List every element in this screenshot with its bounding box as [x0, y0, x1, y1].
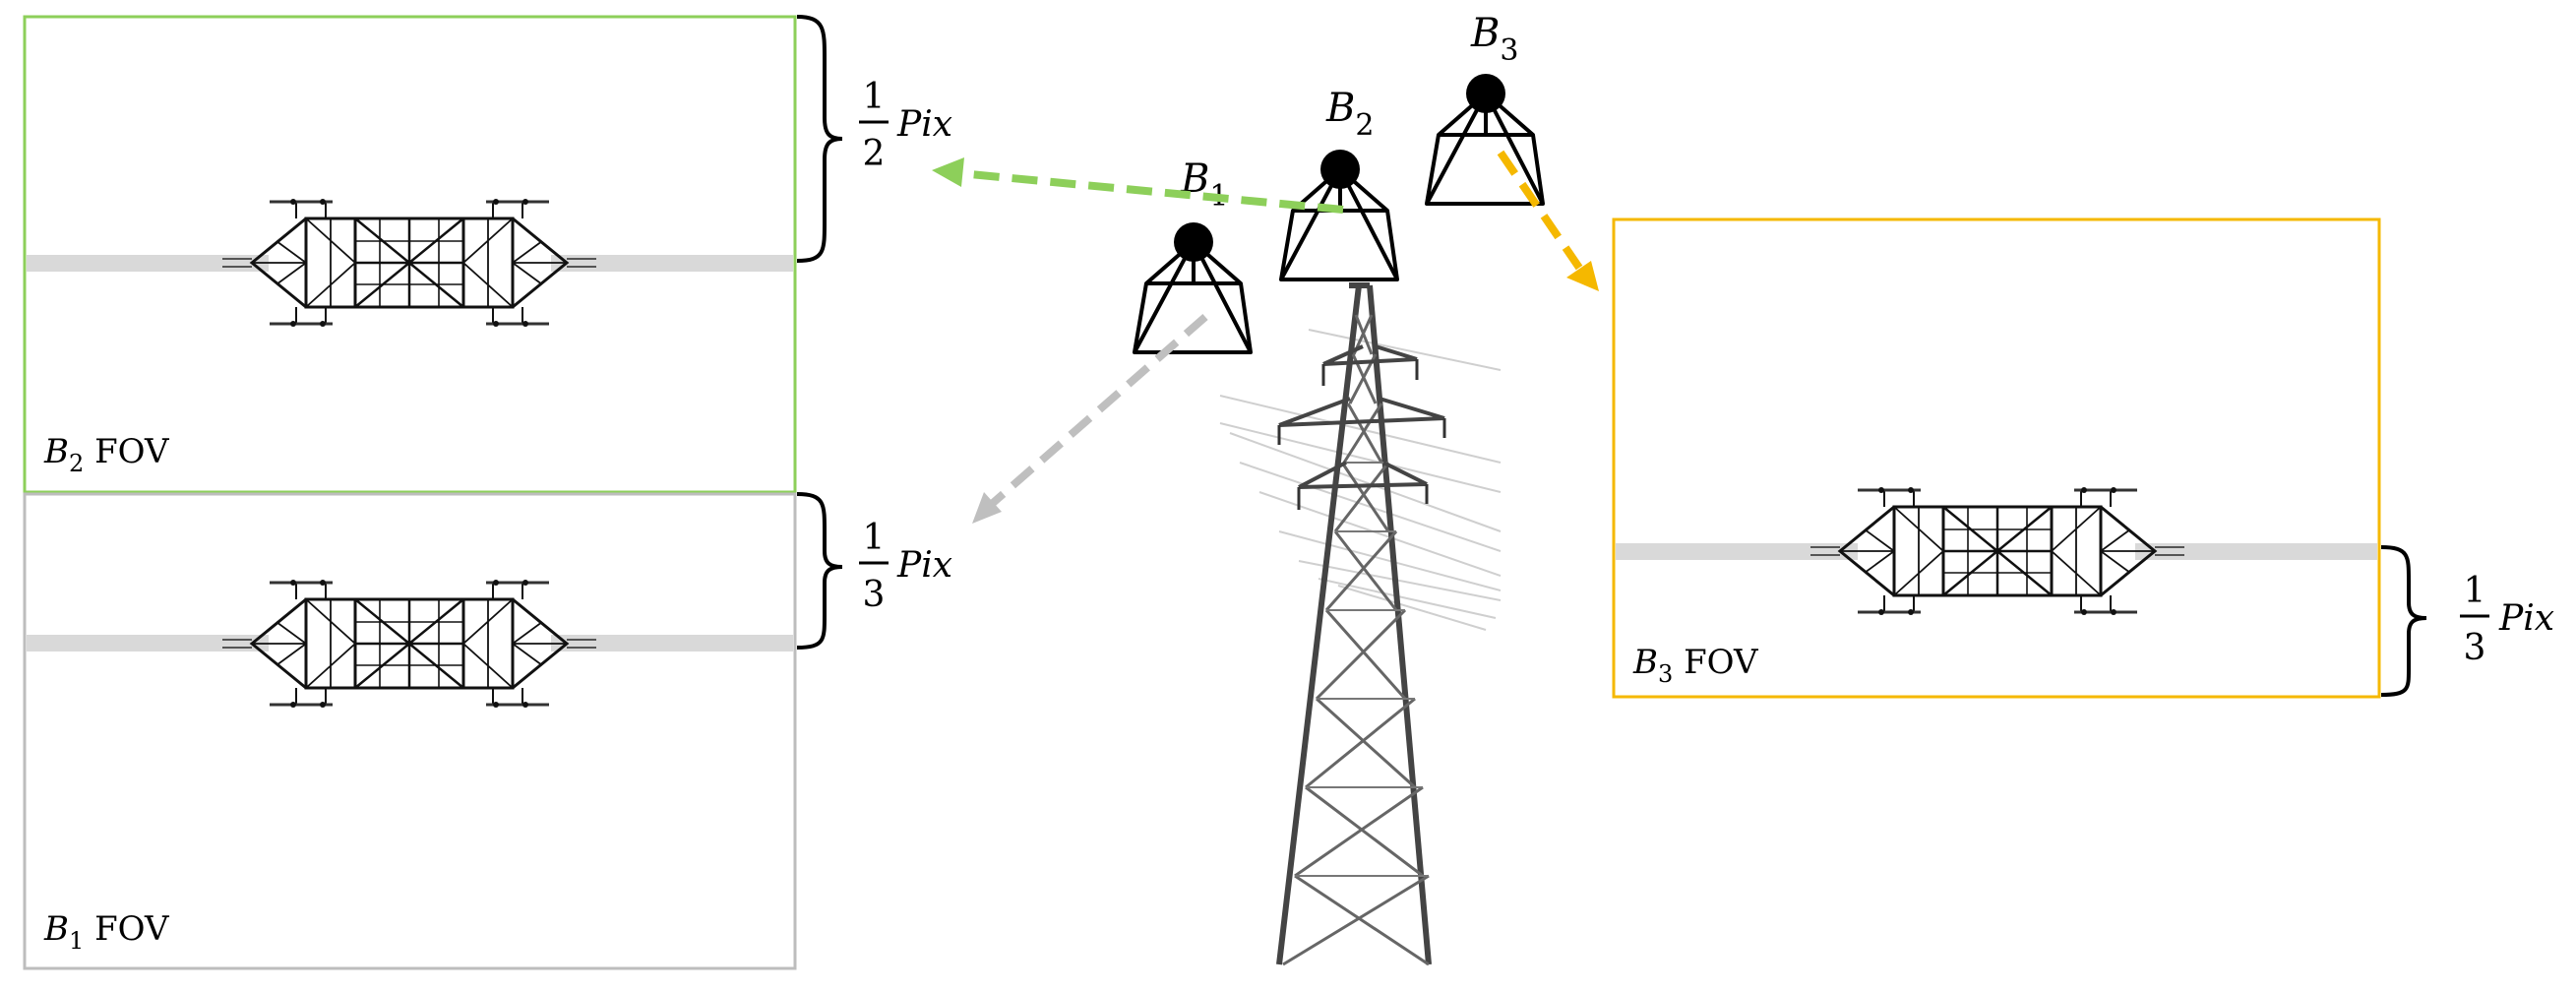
b3-bracket: 1 3 Pix [2380, 545, 2554, 697]
arrow-b2-to-fov [932, 157, 1344, 214]
b3-bracket-den: 3 [2464, 628, 2486, 668]
b3-bracket-unit: Pix [2498, 598, 2554, 639]
b3-power-line-left [1616, 543, 1858, 560]
b2-bracket-unit: Pix [896, 104, 952, 145]
b1-tower-top-view [220, 578, 598, 710]
b3-power-line-right [2135, 543, 2377, 560]
b2-bracket-den: 2 [863, 134, 886, 174]
b3-tower-top-view [1809, 485, 2186, 617]
b1-bracket-num: 1 [863, 518, 886, 558]
b1-fov-panel: B1 FOV [23, 492, 797, 970]
camera-b3: B3 [1425, 11, 1545, 206]
camera-b1-label: B1 [1180, 156, 1229, 214]
b2-bracket-num: 1 [863, 77, 886, 117]
b1-fov-label: B1 FOV [43, 909, 170, 955]
b1-fov-frame [23, 492, 797, 970]
camera-b3-label: B3 [1470, 11, 1519, 68]
b3-fov-panel: B3 FOV [1612, 217, 2381, 699]
transmission-tower [1219, 282, 1502, 966]
camera-b2-label: B2 [1325, 86, 1375, 143]
b3-fov-label: B3 FOV [1632, 643, 1759, 688]
b3-bracket-num: 1 [2464, 571, 2486, 611]
b1-bracket: 1 3 Pix [796, 492, 952, 650]
b2-fov-panel: B2 FOV [23, 15, 797, 494]
b2-power-line-right [551, 255, 793, 272]
b3-fov-frame [1612, 217, 2381, 699]
b1-bracket-den: 3 [863, 575, 886, 615]
b1-power-line-left [27, 635, 269, 652]
camera-b2: B2 [1279, 86, 1399, 281]
b1-bracket-unit: Pix [896, 545, 952, 586]
arrow-b1-to-fov [972, 313, 1208, 524]
b2-fov-frame [23, 15, 797, 494]
power-wires [1219, 329, 1502, 631]
b2-power-line-left [27, 255, 269, 272]
b2-tower-top-view [220, 197, 598, 329]
b1-power-line-right [551, 635, 793, 652]
arrow-b3-to-fov [1497, 150, 1599, 291]
b2-bracket: 1 2 Pix [796, 15, 952, 263]
camera-b2-icon [1279, 148, 1399, 281]
b2-fov-label: B2 FOV [43, 432, 170, 477]
